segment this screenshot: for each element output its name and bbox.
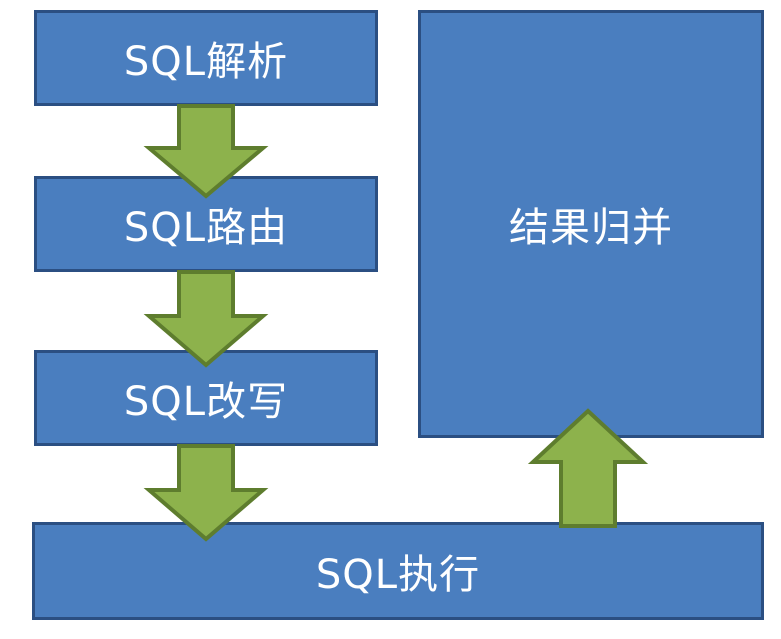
- arrow-up-execute-to-merge-icon: [527, 408, 649, 528]
- arrow-down-rewrite-to-execute-icon: [143, 444, 269, 542]
- result-merge-box: 结果归并: [418, 10, 764, 438]
- sql-parse-box: SQL解析: [34, 10, 378, 106]
- arrow-down-parse-to-route-icon: [143, 104, 269, 199]
- sql-execute-box: SQL执行: [32, 522, 764, 620]
- sql-parse-label: SQL解析: [123, 39, 289, 85]
- sql-execute-label: SQL执行: [315, 552, 481, 598]
- result-merge-label: 结果归并: [509, 205, 673, 251]
- arrow-down-route-to-rewrite-icon: [143, 270, 269, 368]
- sql-route-label: SQL路由: [123, 205, 289, 251]
- sql-rewrite-label: SQL改写: [123, 379, 289, 425]
